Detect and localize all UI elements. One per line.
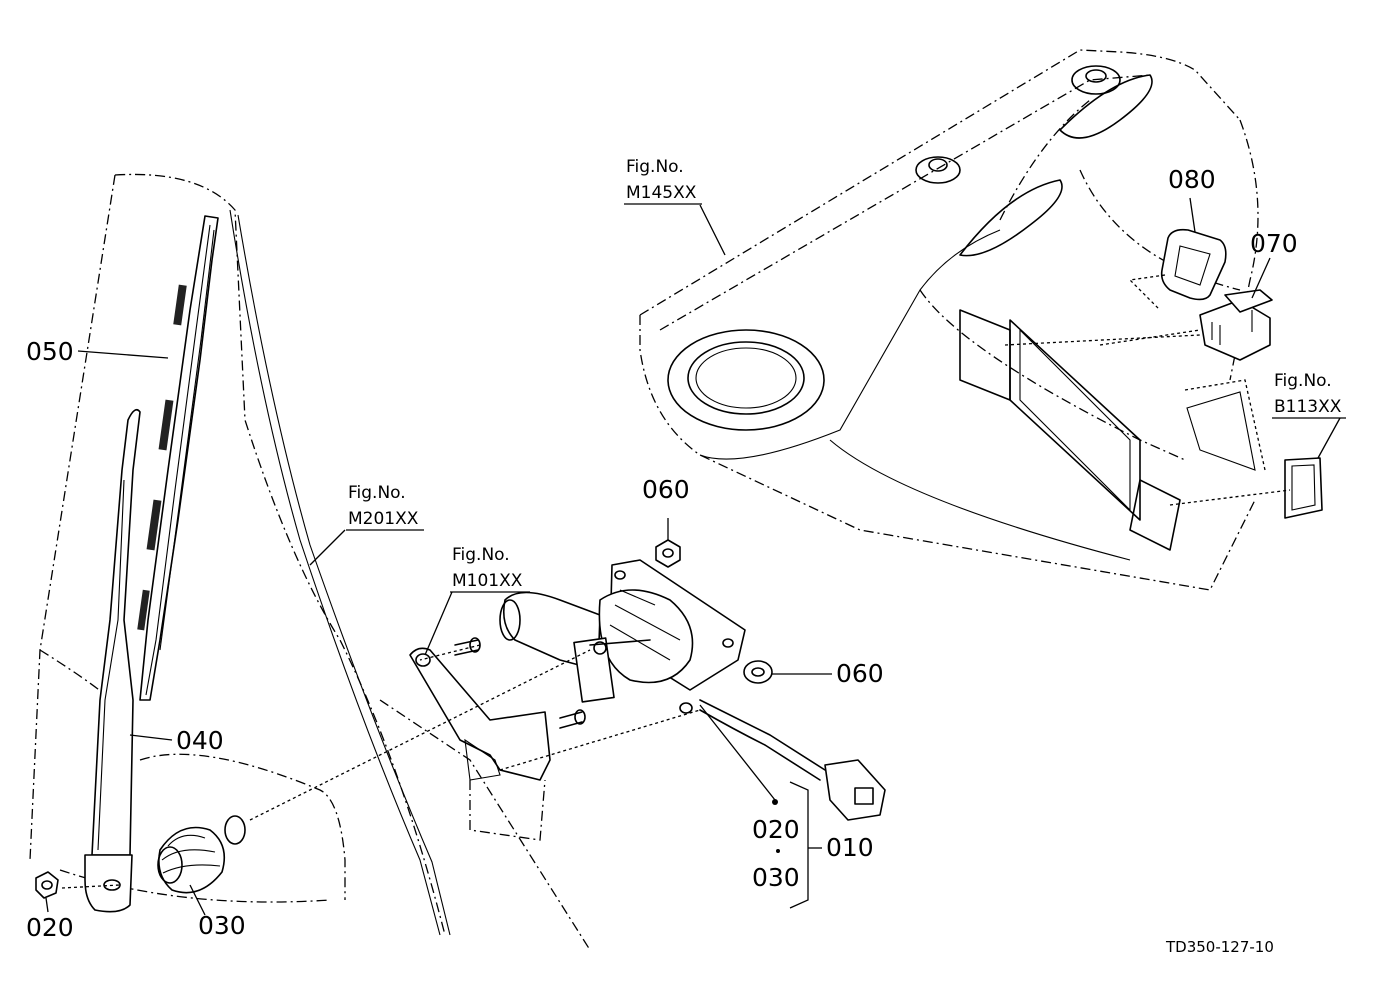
switch-070 [1199,289,1273,361]
leader-lines [45,197,1341,916]
figref-m101: Fig.No. M101XX [450,545,530,593]
label-040: 040 [176,726,224,755]
cab-outline-left [29,173,591,951]
wiper-arm [84,409,141,913]
grommet-080 [1160,228,1227,301]
figref-m145-code: M145XX [626,183,697,203]
label-050: 050 [26,337,74,366]
nut-020-left [35,871,59,899]
label-060-top: 060 [642,475,690,504]
figref-m145-label: Fig.No. [626,157,684,177]
figref-m145: Fig.No. M145XX [624,157,702,205]
label-020-left: 020 [26,913,74,942]
drawing-id: TD350-127-10 [1165,938,1274,956]
figref-b113: Fig.No. B113XX [1272,371,1346,419]
figref-b113-code: B113XX [1274,397,1342,417]
roof-panel [639,49,1259,591]
boot-030-left [157,815,246,894]
label-030-group: 030 [752,863,800,892]
label-060-right: 060 [836,659,884,688]
figref-m101-label: Fig.No. [452,545,510,565]
assembly-lines [61,274,1291,889]
figref-m201-code: M201XX [348,509,419,529]
label-010: 010 [826,833,874,862]
label-070: 070 [1250,229,1298,258]
cover-b113 [1284,457,1323,519]
figref-m201: Fig.No. M201XX [346,483,424,531]
wiper-motor [499,559,886,821]
label-020-group: 020 [752,815,800,844]
figref-m201-label: Fig.No. [348,483,406,503]
label-030-left: 030 [198,911,246,940]
wiper-blade [137,215,219,701]
label-080: 080 [1168,165,1216,194]
nut-060-top [655,539,681,568]
nut-060-right [743,660,773,684]
motor-bracket [409,637,586,841]
figref-m101-code: M101XX [452,571,523,591]
figref-b113-label: Fig.No. [1274,371,1332,391]
